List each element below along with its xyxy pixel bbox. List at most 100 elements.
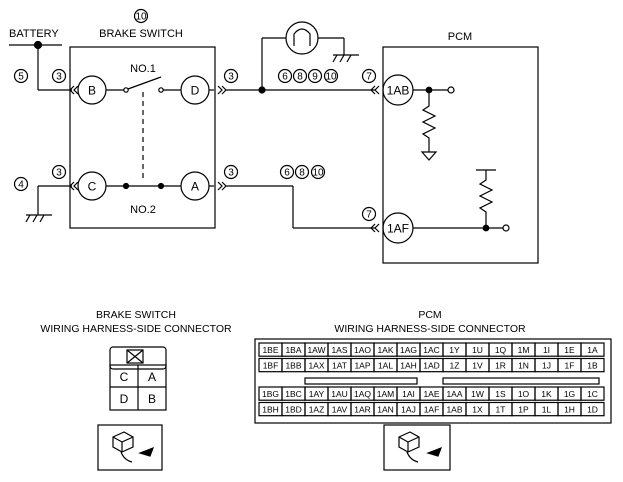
ref-3-b: 3 — [56, 72, 62, 83]
pin-c: C — [88, 180, 97, 194]
no2-label: NO.2 — [130, 204, 156, 216]
ref-6-top: 6 — [282, 72, 288, 83]
pcm-pin-label: 1AP — [354, 360, 370, 370]
brake-connector-title-1: BRAKE SWITCH — [96, 309, 176, 321]
connector-mark — [370, 223, 380, 233]
pcm-pin-label: 1AK — [377, 345, 393, 355]
ref-7-1af: 7 — [366, 210, 372, 221]
pcm-pin-label: 1W — [471, 389, 484, 399]
pin-b: B — [88, 84, 96, 98]
pcm-pin-label: 1AO — [354, 345, 371, 355]
pcm-pin-label: 1BH — [262, 404, 279, 414]
pcm-connector-frame — [254, 338, 612, 424]
pcm-pin-label: 1K — [541, 389, 552, 399]
ref-9-top: 9 — [312, 72, 318, 83]
brake-switch-ref: 10 — [135, 12, 147, 23]
connector-mark — [217, 181, 227, 191]
pcm-pin-label: 1AR — [354, 404, 371, 414]
pin-1af: 1AF — [387, 222, 409, 236]
brake-conn-cell-a: A — [148, 370, 156, 384]
pcm-terminal — [502, 224, 510, 232]
ref-10-bot: 10 — [312, 168, 324, 179]
pcm-terminal — [447, 86, 455, 94]
connector-mark — [217, 85, 227, 95]
switch1-blade — [127, 76, 162, 90]
ref-circle — [51, 68, 67, 84]
pcm-pin-label: 1Z — [450, 360, 460, 370]
ref-circle — [277, 68, 293, 84]
ref-circle — [13, 68, 29, 84]
brake-conn-cell-d: D — [120, 392, 129, 406]
pcm-connector-title-2: WIRING HARNESS-SIDE CONNECTOR — [334, 323, 526, 335]
pcm-pin-label: 1L — [542, 404, 552, 414]
pcm-pin-label: 1BB — [285, 360, 301, 370]
ref-circle — [361, 68, 377, 84]
pcm-pin-label: 1B — [587, 360, 598, 370]
switch1-contact-left — [123, 87, 129, 93]
ref-10-top: 10 — [325, 72, 337, 83]
pcm-pin-label: 1AD — [423, 360, 440, 370]
brake-switch-label: BRAKE SWITCH — [99, 28, 183, 40]
pcm-pin-cell — [580, 386, 605, 401]
ref-circle — [223, 68, 239, 84]
pcm-connector-title-1: PCM — [418, 309, 441, 321]
no1-label: NO.1 — [130, 63, 156, 75]
pcm-pin-label: 1I — [543, 345, 550, 355]
pull-down-resistor — [421, 90, 437, 152]
pcm-pin-label: 1AN — [377, 404, 394, 414]
ref-circle — [323, 68, 339, 84]
brake-switch-housing — [69, 46, 216, 229]
pcm-pin-label: 1BC — [285, 389, 302, 399]
pcm-pin-label: 1AT — [332, 360, 347, 370]
pcm-pin-label: 1AW — [307, 345, 325, 355]
pcm-pin-label: 1AC — [423, 345, 440, 355]
pcm-pin-label: 1H — [564, 404, 575, 414]
ref-3-d: 3 — [228, 72, 234, 83]
pcm-pin-label: 1AZ — [309, 404, 325, 414]
pcm-pin-label: 1AB — [446, 404, 462, 414]
pcm-pin-label: 1AF — [424, 404, 440, 414]
pcm-pin-label: 1BG — [262, 389, 279, 399]
ref-3-c: 3 — [56, 168, 62, 179]
pull-up-resistor — [478, 170, 494, 228]
pin-1ab: 1AB — [387, 84, 410, 98]
pcm-pin-label: 1AE — [423, 389, 439, 399]
ref-8-bot: 8 — [299, 168, 305, 179]
connector-mark — [69, 85, 79, 95]
pcm-pin-cell — [580, 342, 605, 357]
pcm-pin-label: 1AV — [332, 404, 348, 414]
ref-3-a: 3 — [228, 168, 234, 179]
pcm-pin-label: 1Q — [495, 345, 507, 355]
pin-a: A — [191, 180, 199, 194]
pcm-pin-cell — [580, 401, 605, 417]
pcm-pin-label: 1BF — [263, 360, 279, 370]
switch1-contact-right — [158, 87, 164, 93]
pcm-pin-label: 1M — [518, 345, 530, 355]
ref-circle — [361, 206, 377, 222]
pcm-pin-label: 1V — [472, 360, 483, 370]
ref-circle — [51, 164, 67, 180]
ref-circle — [310, 164, 326, 180]
pcm-pin-label: 1S — [495, 389, 506, 399]
pcm-pin-label: 1AQ — [354, 389, 371, 399]
lamp-filament — [293, 28, 311, 46]
connector-mark — [370, 85, 380, 95]
ground-symbol — [332, 54, 352, 63]
pcm-pin-label: 1Y — [449, 345, 460, 355]
pcm-key-slot-right — [442, 377, 600, 385]
pcm-label: PCM — [448, 31, 472, 43]
connector-mark — [69, 181, 79, 191]
ref-6-bot: 6 — [284, 168, 290, 179]
ref-4: 4 — [18, 180, 24, 191]
battery-label: BATTERY — [9, 28, 59, 40]
brake-connector-title-2: WIRING HARNESS-SIDE CONNECTOR — [40, 323, 232, 335]
pin-d: D — [191, 84, 200, 98]
pcm-key-slot-left — [304, 377, 418, 385]
pcm-pin-label: 1AH — [400, 360, 417, 370]
pcm-pin-label: 1AG — [400, 345, 417, 355]
pcm-pin-label: 1AI — [402, 389, 415, 399]
pcm-pin-label: 1A — [587, 345, 598, 355]
brake-connector-view-icon — [97, 424, 163, 471]
brake-switch-connector-face — [109, 346, 167, 411]
pcm-pin-label: 1BD — [285, 404, 302, 414]
